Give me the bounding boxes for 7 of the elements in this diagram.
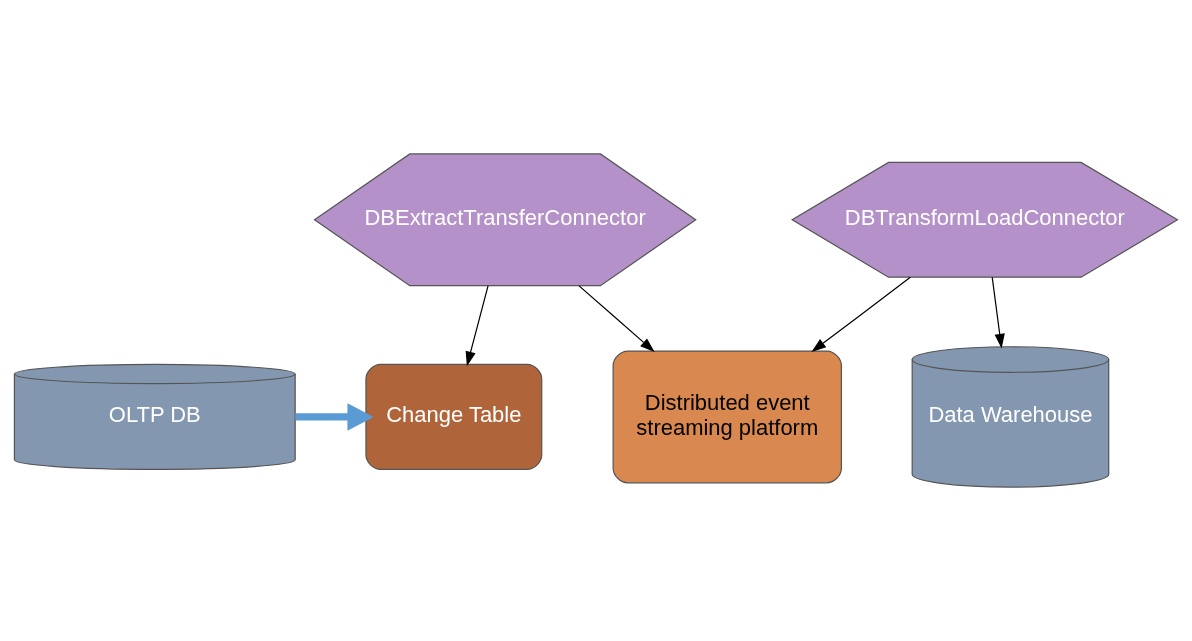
- arrow: [578, 285, 655, 353]
- node-box: Change Table: [365, 363, 543, 471]
- arrow: [811, 276, 911, 353]
- arrow: [295, 403, 374, 431]
- arrow: [465, 285, 489, 367]
- arrow: [991, 276, 1005, 349]
- node-box: Distributed event streaming platform: [612, 350, 842, 484]
